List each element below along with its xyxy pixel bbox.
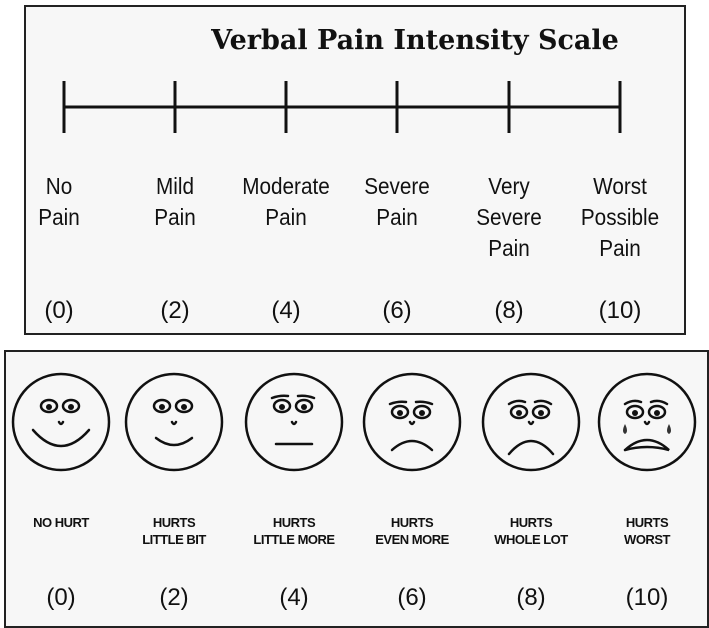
face-score: (6) [372, 584, 452, 612]
face-score: (10) [607, 584, 687, 612]
face-label: NO HURT [1, 514, 121, 531]
verbal-label-line: Severe [343, 171, 451, 202]
verbal-label-line: Possible [566, 202, 674, 233]
face-label-line: LITTLE MORE [234, 531, 354, 548]
hurts-whole-lot-face-icon [479, 370, 583, 474]
face-score: (8) [491, 584, 571, 612]
face-label-line: EVEN MORE [352, 531, 472, 548]
verbal-label-line: Moderate [232, 171, 340, 202]
face-score: (2) [134, 584, 214, 612]
verbal-label-line: No [5, 171, 113, 202]
face-label-line: LITTLE BIT [114, 531, 234, 548]
face-label-line: HURTS [587, 514, 707, 531]
verbal-scale-score: (10) [580, 297, 660, 325]
verbal-label-line: Pain [5, 202, 113, 233]
verbal-label-line: Pain [566, 233, 674, 264]
hurts-little-more-face-icon [242, 370, 346, 474]
face-label-line: HURTS [234, 514, 354, 531]
verbal-scale-score: (2) [135, 297, 215, 325]
face-label-line: WHOLE LOT [471, 531, 591, 548]
verbal-label-line: Pain [343, 202, 451, 233]
verbal-scale-score: (6) [357, 297, 437, 325]
scale-line [26, 7, 688, 147]
face-label-line: HURTS [471, 514, 591, 531]
verbal-scale-score: (8) [469, 297, 549, 325]
face-label-line: NO HURT [1, 514, 121, 531]
no-hurt-face-icon [9, 370, 113, 474]
face-label-line: WORST [587, 531, 707, 548]
verbal-label-line: Mild [121, 171, 229, 202]
verbal-label-line: Pain [121, 202, 229, 233]
verbal-label-line: Worst [566, 171, 674, 202]
face-label-line: HURTS [352, 514, 472, 531]
verbal-label-line: Very [455, 171, 563, 202]
verbal-scale-score: (4) [246, 297, 326, 325]
verbal-label-line: Severe [455, 202, 563, 233]
verbal-label-line: Pain [455, 233, 563, 264]
hurts-worst-face-icon [595, 370, 699, 474]
hurts-even-more-face-icon [360, 370, 464, 474]
face-score: (0) [21, 584, 101, 612]
verbal-scale-score: (0) [19, 297, 99, 325]
face-score: (4) [254, 584, 334, 612]
face-label-line: HURTS [114, 514, 234, 531]
hurts-little-bit-face-icon [122, 370, 226, 474]
verbal-label-line: Pain [232, 202, 340, 233]
